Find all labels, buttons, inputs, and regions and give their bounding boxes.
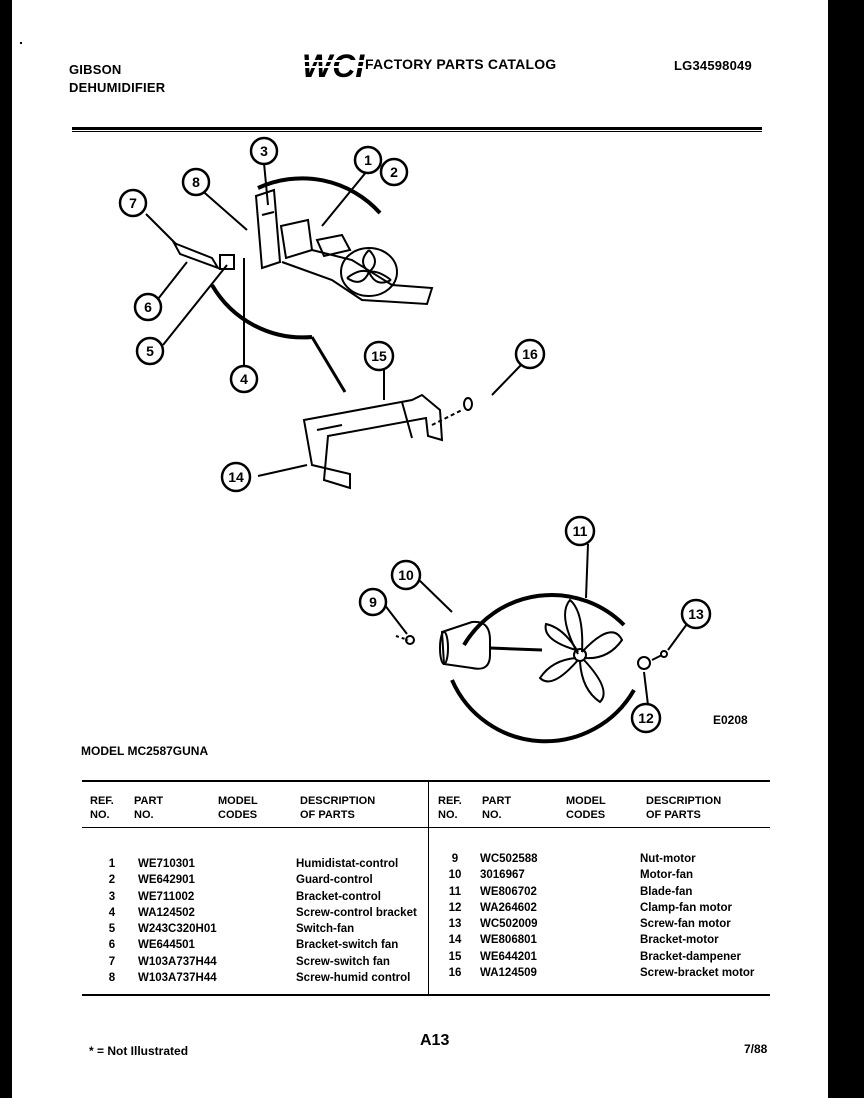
table-row: Bracket-switch fan bbox=[296, 939, 399, 952]
table-row: WC502588 bbox=[480, 853, 538, 865]
left-ref-column: 1 2 3 4 5 6 7 8 bbox=[102, 856, 122, 986]
table-row: WE711002 bbox=[138, 890, 195, 903]
catalog-title: FACTORY PARTS CATALOG bbox=[365, 56, 557, 72]
callout-10: 10 bbox=[398, 567, 414, 583]
callout-8: 8 bbox=[192, 174, 200, 190]
table-row: W103A737H44 bbox=[138, 955, 217, 968]
table-row: 11 bbox=[448, 885, 462, 898]
table-row: 3 bbox=[108, 890, 116, 903]
footnote: * = Not Illustrated bbox=[89, 1044, 189, 1058]
table-row: 16 bbox=[448, 967, 462, 980]
table-row: Humidistat-control bbox=[296, 858, 399, 870]
callout-14: 14 bbox=[228, 469, 244, 485]
header-ref: REF.NO. bbox=[90, 795, 114, 821]
table-row: Bracket-control bbox=[296, 890, 381, 903]
table-row: 10 bbox=[448, 869, 462, 882]
table-row: Motor-fan bbox=[640, 869, 694, 882]
callout-9: 9 bbox=[369, 594, 377, 610]
table-row: 6 bbox=[108, 939, 116, 952]
logo-text: WCI bbox=[302, 48, 365, 82]
exploded-parts-diagram: 1 2 3 4 5 6 7 8 9 10 11 12 13 1 bbox=[118, 136, 712, 744]
callout-7: 7 bbox=[129, 195, 137, 211]
table-row: Clamp-fan motor bbox=[640, 901, 732, 914]
illustration-code: E0208 bbox=[713, 713, 748, 727]
left-part-column: WE710301 WE642901 WE711002 WA124502 W243… bbox=[138, 856, 217, 986]
table-row: WC502009 bbox=[480, 918, 538, 931]
table-row: WA124509 bbox=[480, 967, 537, 980]
table-row: 1 bbox=[108, 858, 116, 870]
brand-name: GIBSON bbox=[69, 62, 122, 77]
table-row: WE644501 bbox=[138, 939, 195, 952]
table-row: Bracket-dampener bbox=[640, 950, 741, 963]
catalog-page: GIBSON DEHUMIDIFIER WCI FACTORY PARTS CA… bbox=[12, 0, 828, 1098]
table-row: WE710301 bbox=[138, 858, 195, 870]
callout-6: 6 bbox=[144, 299, 152, 315]
table-row: 7 bbox=[108, 955, 116, 968]
table-row: WE806801 bbox=[480, 934, 537, 947]
callout-3: 3 bbox=[260, 143, 268, 159]
table-row: 14 bbox=[448, 934, 462, 947]
header-ref-right: REF.NO. bbox=[438, 795, 462, 821]
callout-2: 2 bbox=[390, 164, 398, 180]
table-row: 2 bbox=[108, 874, 116, 887]
table-row: Screw-switch fan bbox=[296, 955, 390, 968]
table-row: WA124502 bbox=[138, 906, 195, 919]
callout-4: 4 bbox=[240, 371, 248, 387]
header-rule-thin bbox=[72, 131, 762, 132]
table-row: Bracket-motor bbox=[640, 934, 719, 947]
catalog-number: LG34598049 bbox=[674, 58, 752, 73]
callout-5: 5 bbox=[146, 343, 154, 359]
table-row: Screw-control bracket bbox=[296, 906, 417, 919]
left-desc-column: Humidistat-control Guard-control Bracket… bbox=[296, 856, 428, 986]
table-row: 9 bbox=[451, 853, 459, 865]
scan-speck bbox=[20, 42, 22, 44]
table-row: Screw-bracket motor bbox=[640, 967, 755, 980]
callout-16: 16 bbox=[522, 346, 538, 362]
callout-11: 11 bbox=[573, 523, 588, 539]
table-row: WE806702 bbox=[480, 885, 537, 898]
callout-15: 15 bbox=[371, 348, 387, 364]
page-number: A13 bbox=[420, 1032, 450, 1049]
table-row: Screw-humid control bbox=[296, 972, 411, 985]
table-row: WE644201 bbox=[480, 950, 537, 963]
callout-12: 12 bbox=[638, 710, 654, 726]
model-number: MODEL MC2587GUNA bbox=[81, 744, 209, 758]
table-row: 5 bbox=[108, 923, 116, 936]
right-desc-column: Nut-motor Motor-fan Blade-fan Clamp-fan … bbox=[640, 851, 770, 981]
table-row: Nut-motor bbox=[640, 853, 696, 865]
table-row: Switch-fan bbox=[296, 923, 355, 936]
table-row: 3016967 bbox=[480, 869, 525, 882]
table-row: 4 bbox=[108, 906, 116, 919]
wci-logo: WCI bbox=[300, 48, 368, 82]
table-row: WE642901 bbox=[138, 874, 195, 887]
table-row: Blade-fan bbox=[640, 885, 693, 898]
callout-13: 13 bbox=[688, 606, 704, 622]
right-part-column: WC502588 3016967 WE806702 WA264602 WC502… bbox=[480, 851, 538, 981]
table-row: 8 bbox=[108, 972, 116, 985]
revision-date: 7/88 bbox=[744, 1042, 768, 1056]
table-row: Guard-control bbox=[296, 874, 373, 887]
table-row: 15 bbox=[448, 950, 462, 963]
right-ref-column: 9 10 11 12 13 14 15 16 bbox=[444, 851, 466, 981]
product-type: DEHUMIDIFIER bbox=[69, 80, 166, 95]
brand-block: GIBSON DEHUMIDIFIER bbox=[69, 61, 165, 97]
table-row: W243C320H01 bbox=[138, 923, 217, 936]
table-row: Screw-fan motor bbox=[640, 918, 731, 931]
scan-speck bbox=[6, 40, 8, 42]
table-row: 13 bbox=[448, 918, 462, 931]
header-rule bbox=[72, 127, 762, 130]
table-row: W103A737H44 bbox=[138, 972, 217, 985]
callout-1: 1 bbox=[364, 152, 372, 168]
table-row: WA264602 bbox=[480, 901, 537, 914]
table-row: 12 bbox=[448, 901, 462, 914]
